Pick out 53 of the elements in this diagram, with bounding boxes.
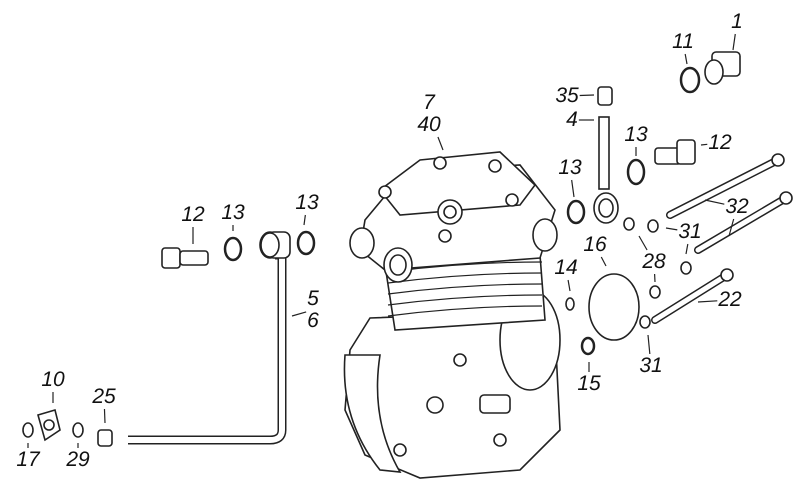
callout-number: 31 <box>678 221 702 243</box>
callout-number: 17 <box>16 449 40 471</box>
leader-line <box>292 311 306 317</box>
callout-number: 14 <box>554 257 578 279</box>
callout-number: 11 <box>672 31 694 53</box>
callout-number: 13 <box>295 192 319 214</box>
leader-line <box>104 408 106 424</box>
callout-number: 32 <box>725 196 749 218</box>
leader-line <box>437 136 444 150</box>
callout-number: 25 <box>92 386 116 408</box>
leader-line <box>580 94 594 96</box>
callout-number: 12 <box>708 132 732 154</box>
leader-line <box>303 214 306 226</box>
leader-line <box>571 180 575 198</box>
callout-number: 12 <box>181 204 205 226</box>
leader-line <box>635 147 637 156</box>
callout-number: 35 <box>555 85 579 107</box>
callout-number: 7 <box>422 92 436 114</box>
callout-number: 40 <box>417 114 441 136</box>
leader-line <box>728 218 734 236</box>
callout-number: 5 <box>307 288 319 310</box>
callout-number: 6 <box>307 310 319 332</box>
callout-number: 16 <box>583 234 607 256</box>
leader-line <box>685 244 688 254</box>
leader-line <box>704 199 724 205</box>
leader-line <box>52 392 54 403</box>
callout-number: 31 <box>639 355 663 377</box>
callout-number: 28 <box>642 251 666 273</box>
leader-line <box>588 362 590 372</box>
leader-line <box>700 144 708 146</box>
leader-line <box>698 300 718 303</box>
callout-number: 13 <box>624 124 648 146</box>
leader-line <box>647 334 650 354</box>
leader-line <box>578 119 594 121</box>
leader-line <box>232 225 234 231</box>
leader-line <box>654 274 656 282</box>
leader-line <box>568 280 571 292</box>
leader-line <box>732 34 736 50</box>
callout-number: 13 <box>558 157 582 179</box>
leader-line <box>192 227 194 244</box>
leader-line <box>684 54 688 64</box>
leader-line <box>638 236 648 250</box>
leader-line <box>77 443 79 448</box>
callout-number: 22 <box>718 289 742 311</box>
leader-line <box>666 227 678 230</box>
leader-line <box>27 443 29 448</box>
leader-line <box>600 256 607 266</box>
callout-number: 1 <box>731 11 743 33</box>
callout-number: 29 <box>66 449 90 471</box>
callout-number: 15 <box>577 373 601 395</box>
callout-number: 4 <box>566 109 578 131</box>
callout-number: 10 <box>41 369 65 391</box>
callout-number: 13 <box>221 202 245 224</box>
